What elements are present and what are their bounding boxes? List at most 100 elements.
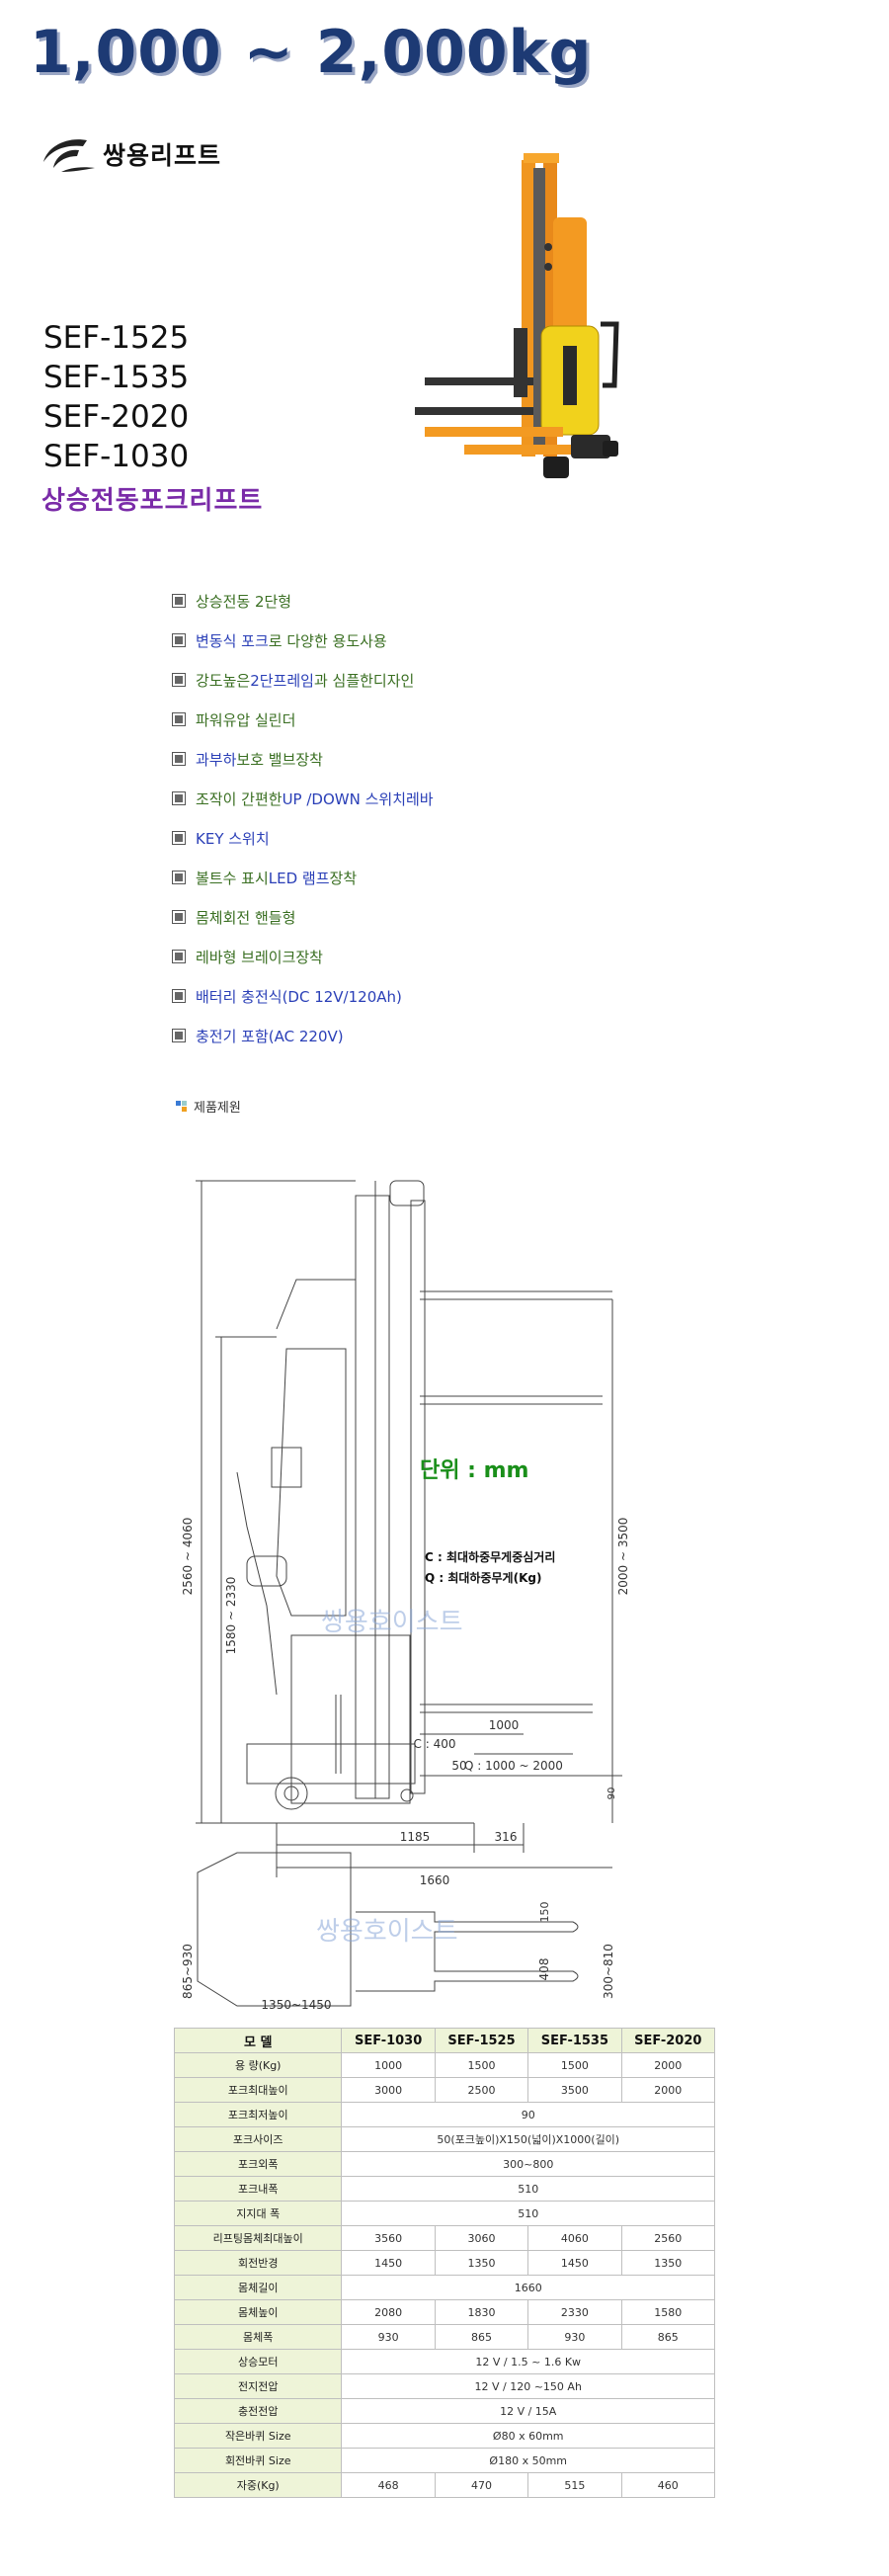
model-list: SEF-1525 SEF-1535 SEF-2020 SEF-1030 <box>43 318 189 476</box>
feature-text: UP /DOWN 스위치레바 <box>282 789 434 808</box>
table-cell: 90 <box>341 2102 715 2127</box>
unit-label: 단위 : mm <box>420 1458 528 1483</box>
dim-mast-height: 1580 ~ 2330 <box>224 1577 238 1655</box>
table-cell: 2330 <box>527 2299 622 2325</box>
dim-q: Q : 1000 ~ 2000 <box>464 1759 563 1773</box>
table-cell: 1450 <box>527 2250 622 2276</box>
model-name: SEF-1525 <box>43 320 190 356</box>
checkbox-bullet-icon <box>172 594 186 608</box>
feature-text: 볼트수 표시 <box>196 869 269 887</box>
table-cell: 2000 <box>620 2077 716 2103</box>
product-subtitle: 상승전동포크리프트 <box>41 486 264 516</box>
row-label: 포크최저높이 <box>173 2102 343 2127</box>
table-cell: 1500 <box>527 2052 622 2078</box>
table-cell: 1350 <box>620 2250 716 2276</box>
checkbox-bullet-icon <box>172 950 186 963</box>
checkbox-bullet-icon <box>172 831 186 845</box>
row-label: 회전반경 <box>173 2250 343 2276</box>
row-label: 작은바퀴 Size <box>173 2423 343 2449</box>
table-cell: 2560 <box>620 2225 716 2251</box>
row-label: 포크내폭 <box>173 2176 343 2202</box>
feature-text: 조작이 간편한 <box>196 789 283 808</box>
table-cell: 2080 <box>341 2299 436 2325</box>
checkbox-bullet-icon <box>172 989 186 1003</box>
feature-text: LED 램프 <box>268 869 330 887</box>
table-cell: 300~800 <box>341 2151 715 2177</box>
row-label: 포크외폭 <box>173 2151 343 2177</box>
dim-fork-height: 50 <box>451 1759 466 1773</box>
checkbox-bullet-icon <box>172 712 186 726</box>
table-cell: Ø80 x 60mm <box>341 2423 715 2449</box>
row-label: 몸체폭 <box>173 2324 343 2350</box>
feature-item: 파워유압 실린더 <box>172 700 765 739</box>
table-cell: 1660 <box>341 2275 715 2300</box>
dim-body: 1185 <box>400 1830 431 1844</box>
row-label: 상승모터 <box>173 2349 343 2374</box>
table-cell: 12 V / 15A <box>341 2398 715 2424</box>
dim-inner: 408 <box>537 1958 551 1981</box>
checkbox-bullet-icon <box>172 791 186 805</box>
feature-text: 변동식 포크 <box>196 631 269 650</box>
forklift-photo <box>415 153 619 478</box>
feature-text: 2단프레임 <box>250 671 314 690</box>
table-cell: 510 <box>341 2176 715 2202</box>
legend-q: Q : 최대하중무게(Kg) <box>425 1570 541 1585</box>
feature-item: 과부하 보호 밸브장착 <box>172 739 765 779</box>
dim-turn: 1350~1450 <box>261 1998 331 2011</box>
checkbox-bullet-icon <box>172 752 186 766</box>
table-cell: 930 <box>527 2324 622 2350</box>
table-header: SEF-1030 <box>341 2028 436 2053</box>
dim-lift-height: 2000 ~ 3500 <box>616 1518 630 1596</box>
feature-text: 로 다양한 용도사용 <box>268 631 387 650</box>
table-cell: 1580 <box>620 2299 716 2325</box>
checkbox-bullet-icon <box>172 673 186 687</box>
row-label: 용 량(Kg) <box>173 2052 343 2078</box>
feature-item: 몸체회전 핸들형 <box>172 897 765 937</box>
table-cell: 3560 <box>341 2225 436 2251</box>
table-cell: 1450 <box>341 2250 436 2276</box>
spec-heading-text: 제품제원 <box>194 1101 241 1116</box>
row-label: 회전바퀴 Size <box>173 2448 343 2473</box>
feature-text: 과 심플한디자인 <box>313 671 415 690</box>
checkbox-bullet-icon <box>172 633 186 647</box>
dim-front: 316 <box>495 1830 518 1844</box>
table-header: 모 델 <box>173 2028 343 2053</box>
table-cell: 2000 <box>620 2052 716 2078</box>
dim-outer: 300~810 <box>602 1944 615 1999</box>
feature-text: 강도높은 <box>196 671 251 690</box>
row-label: 몸체높이 <box>173 2299 343 2325</box>
dim-total-height: 2560 ~ 4060 <box>181 1518 195 1596</box>
dimension-diagram: 2560 ~ 4060 1580 ~ 2330 2000 ~ 3500 1000… <box>181 1180 630 2011</box>
feature-item: 조작이 간편한 UP /DOWN 스위치레바 <box>172 779 765 818</box>
table-cell: Ø180 x 50mm <box>341 2448 715 2473</box>
table-cell: 50(포크높이)X150(넓이)X1000(길이) <box>341 2126 715 2152</box>
row-label: 자중(Kg) <box>173 2472 343 2498</box>
dim-fork-width: 150 <box>538 1902 551 1923</box>
feature-item: 레바형 브레이크장착 <box>172 937 765 976</box>
table-cell: 3500 <box>527 2077 622 2103</box>
table-cell: 1000 <box>341 2052 436 2078</box>
feature-item: 배터리 충전식(DC 12V/120Ah) <box>172 976 765 1016</box>
dim-length: 1660 <box>420 1873 450 1887</box>
table-cell: 1350 <box>434 2250 529 2276</box>
table-cell: 1500 <box>434 2052 529 2078</box>
row-label: 전지전압 <box>173 2373 343 2399</box>
dim-width: 865~930 <box>181 1944 195 1999</box>
feature-text: 충전기 포함(AC 220V) <box>196 1027 344 1045</box>
row-label: 리프팅몸체최대높이 <box>173 2225 343 2251</box>
table-header-row: 모 델 SEF-1030 SEF-1525 SEF-1535 SEF-2020 <box>173 2028 716 2053</box>
dim-fork-length: 1000 <box>489 1718 520 1732</box>
model-name: SEF-1030 <box>43 439 190 474</box>
